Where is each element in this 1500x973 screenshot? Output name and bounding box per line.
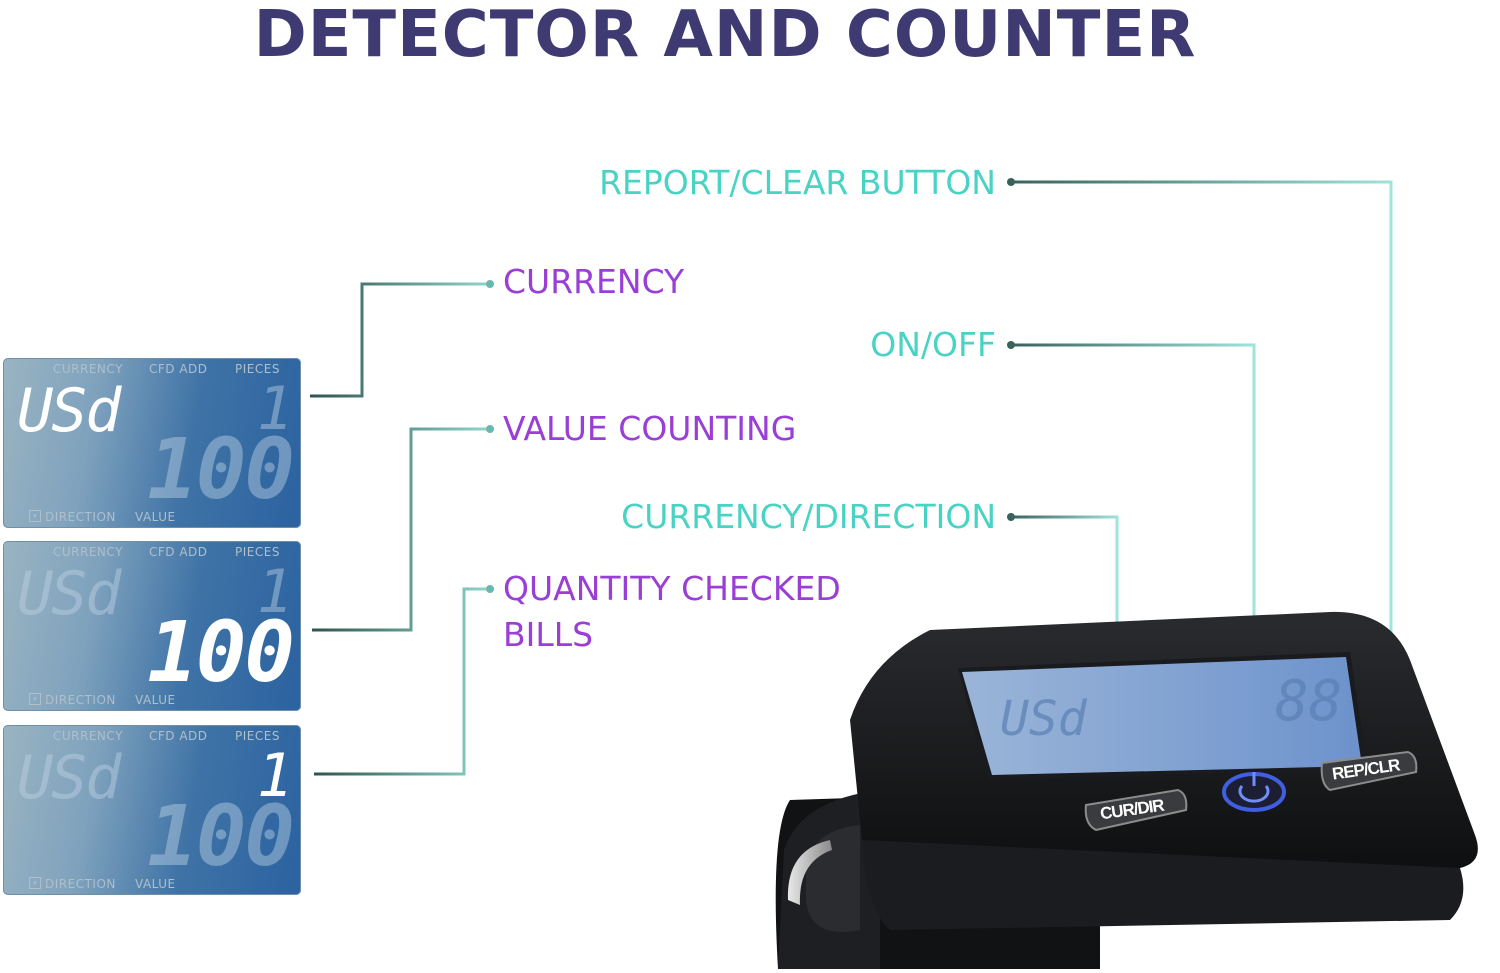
lcd-label-value: VALUE: [135, 510, 176, 524]
lcd-label-cfd-add: CFD ADD: [149, 362, 208, 376]
label-quantity-checked-line2: BILLS: [503, 615, 594, 654]
lcd-pieces-value: 1: [256, 741, 293, 811]
leader-currency: [310, 280, 494, 398]
lcd-currency-value: USd: [17, 376, 121, 446]
label-currency-direction: CURRENCY/DIRECTION: [621, 497, 996, 536]
lcd-display-value: CURRENCY CFD ADD PIECES USd 1 100 ▾ DIRE…: [3, 541, 301, 711]
counter-device: USd 88 CUR/DIR REP/CLR: [770, 600, 1500, 973]
leader-report-clear: [1007, 178, 1393, 760]
lcd-pieces-value: 1: [256, 557, 293, 627]
direction-icon: ▾: [29, 877, 41, 889]
device-screen-currency: USd: [1000, 691, 1088, 747]
lcd-label-pieces: PIECES: [235, 729, 280, 743]
lcd-display-pieces: CURRENCY CFD ADD PIECES USd 1 100 ▾ DIRE…: [3, 725, 301, 895]
lcd-label-direction: DIRECTION: [45, 510, 116, 524]
svg-text:88: 88: [1275, 669, 1342, 734]
cur-dir-button[interactable]: [1084, 788, 1188, 832]
lcd-currency-value: USd: [17, 559, 121, 629]
label-report-clear-button: REPORT/CLEAR BUTTON: [599, 163, 996, 202]
label-on-off: ON/OFF: [870, 325, 996, 364]
lcd-value-amount: 100: [147, 603, 295, 701]
label-value-counting: VALUE COUNTING: [503, 409, 797, 448]
label-quantity-checked-line1: QUANTITY CHECKED: [503, 569, 841, 608]
lcd-label-cfd-add: CFD ADD: [149, 545, 208, 559]
power-icon: [1238, 785, 1270, 803]
lcd-value-amount: 100: [147, 787, 295, 885]
leader-quantity-checked: [314, 585, 494, 776]
label-currency: CURRENCY: [503, 262, 685, 301]
lcd-label-value: VALUE: [135, 877, 176, 891]
lcd-label-currency: CURRENCY: [53, 729, 123, 743]
direction-icon: ▾: [29, 510, 41, 522]
lcd-pieces-value: 1: [256, 374, 293, 444]
lcd-value-amount: 100: [147, 420, 295, 518]
leader-value-counting: [312, 425, 494, 632]
lcd-label-value: VALUE: [135, 693, 176, 707]
lcd-label-pieces: PIECES: [235, 545, 280, 559]
lcd-label-currency: CURRENCY: [53, 545, 123, 559]
rep-clr-button[interactable]: [1320, 750, 1418, 792]
lcd-label-direction: DIRECTION: [45, 877, 116, 891]
lcd-label-pieces: PIECES: [235, 362, 280, 376]
lcd-display-currency: CURRENCY CFD ADD PIECES USd 1 100 ▾ DIRE…: [3, 358, 301, 528]
direction-icon: ▾: [29, 693, 41, 705]
lcd-label-currency: CURRENCY: [53, 362, 123, 376]
counter-device-body: USd 88: [775, 611, 1478, 969]
page-title: DETECTOR AND COUNTER: [253, 0, 1197, 72]
lcd-label-cfd-add: CFD ADD: [149, 729, 208, 743]
lcd-label-direction: DIRECTION: [45, 693, 116, 707]
lcd-currency-value: USd: [17, 743, 121, 813]
